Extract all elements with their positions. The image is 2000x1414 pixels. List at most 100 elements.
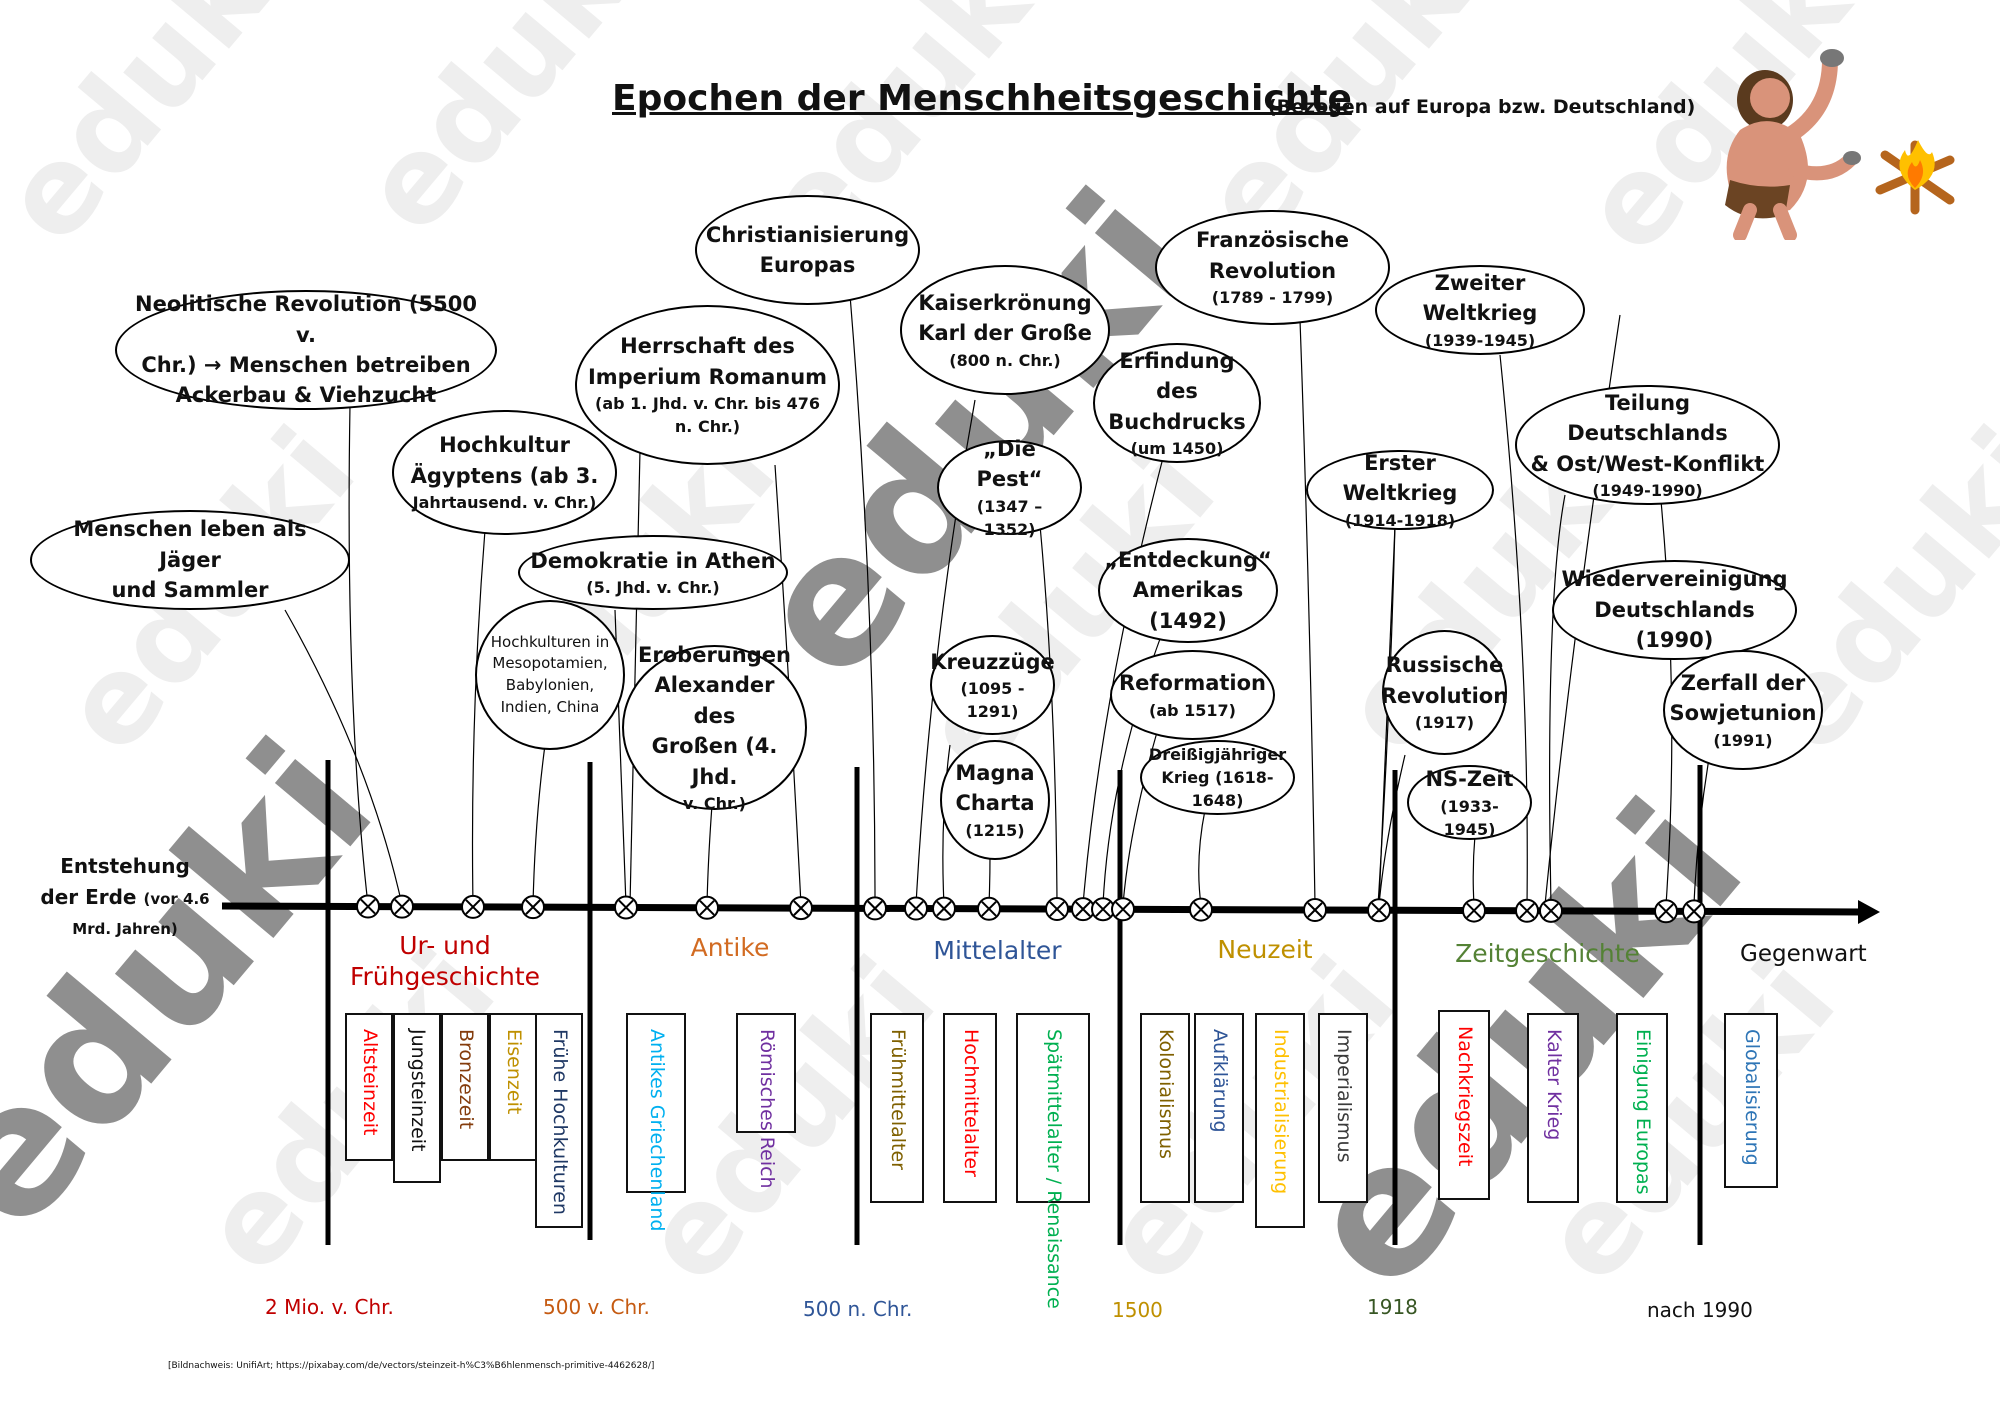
connector-line	[706, 804, 713, 906]
subperiod-box: Frühmittelalter	[870, 1013, 924, 1203]
connector-line	[348, 404, 369, 906]
event-thirty-years-war: Dreißigjähriger Krieg (1618-1648)	[1140, 740, 1295, 815]
event-line: Indien, China	[500, 697, 600, 716]
event-line: (800 n. Chr.)	[949, 350, 1061, 370]
connector-line	[849, 294, 876, 906]
connector-line	[1499, 354, 1528, 906]
event-hunters-gatherers: Menschen leben als Jäger und Sammler	[30, 510, 350, 610]
event-line: Ägyptens (ab 3.	[410, 463, 599, 488]
page-title: Epochen der Menschheitsgeschichte	[612, 78, 1352, 119]
event-line: Buchdrucks	[1108, 409, 1246, 434]
event-line: Wiedervereinigung	[1561, 567, 1788, 592]
event-line: Russische	[1385, 653, 1504, 678]
subperiod-label: Nachkriegszeit	[1453, 1026, 1476, 1167]
event-christianization: Christianisierung Europas	[695, 195, 920, 305]
event-line: Revolution	[1380, 683, 1509, 708]
event-line: und Sammler	[111, 578, 269, 603]
era-neuzeit: Neuzeit	[1205, 934, 1325, 965]
connector-line	[471, 529, 486, 906]
event-line: v. Chr.)	[683, 794, 746, 813]
connector-line	[532, 744, 546, 906]
event-line: (1789 - 1799)	[1211, 288, 1334, 308]
event-line: Krieg (1618-1648)	[1161, 767, 1274, 811]
event-athens-democracy: Demokratie in Athen (5. Jhd. v. Chr.)	[518, 535, 788, 610]
start-label-line2: der Erde	[40, 885, 137, 909]
event-markers	[356, 894, 1706, 924]
end-label: Gegenwart	[1740, 941, 1867, 967]
event-line: (1991)	[1713, 730, 1773, 750]
event-line: Revolution	[1208, 258, 1337, 283]
subperiod-box: Industrialisierung	[1255, 1013, 1305, 1228]
event-line: Kaiserkrönung	[918, 290, 1092, 315]
event-line: (1347 – 1352)	[976, 496, 1043, 539]
event-line: (1949-1990)	[1592, 481, 1703, 501]
event-line: Hochkulturen in	[490, 632, 610, 651]
event-mesopotamia: Hochkulturen in Mesopotamien, Babylonien…	[475, 600, 625, 750]
subperiod-box: Kolonialismus	[1140, 1013, 1190, 1203]
subperiod-label: Frühe Hochkulturen	[548, 1029, 571, 1215]
event-line: Zweiter Weltkrieg	[1422, 270, 1538, 326]
era-mittelalter: Mittelalter	[920, 935, 1075, 966]
era-line: Zeitgeschichte	[1455, 939, 1640, 968]
era-line: Mittelalter	[933, 936, 1062, 965]
subperiod-box: Antikes Griechenland	[626, 1013, 686, 1232]
event-marker-cross	[908, 900, 924, 917]
subperiod-label: Kalter Krieg	[1542, 1029, 1565, 1141]
event-line: (1917)	[1414, 713, 1475, 733]
event-marker-cross	[394, 898, 410, 915]
event-line: Christianisierung	[705, 222, 910, 247]
event-marker	[695, 895, 719, 920]
event-french-revolution: Französische Revolution (1789 - 1799)	[1155, 210, 1390, 325]
event-line: Amerikas (1492)	[1132, 578, 1244, 633]
subperiod-label: Altsteinzeit	[358, 1029, 381, 1136]
subperiod-box: Jungsteinzeit	[393, 1013, 441, 1183]
event-marker	[356, 894, 380, 919]
subperiod-label: Römisches Reich	[755, 1029, 778, 1189]
subperiod-box: Spätmittelalter / Renaissance	[1016, 1013, 1090, 1309]
subperiod-box: Aufklärung	[1194, 1013, 1244, 1203]
event-marker-cross	[1543, 903, 1559, 919]
event-marker-cross	[1075, 901, 1091, 917]
event-marker-cross	[465, 899, 481, 915]
event-imperium-romanum: Herrschaft des Imperium Romanum (ab 1. J…	[575, 305, 840, 465]
event-line: (um 1450)	[1130, 439, 1224, 459]
event-line: Erfindung des	[1119, 348, 1235, 404]
event-marker	[863, 896, 887, 921]
event-line: Mesopotamien,	[492, 654, 608, 673]
start-label-line1: Entstehung	[60, 854, 190, 878]
event-line: Eroberungen	[638, 642, 791, 667]
subperiod-label: Hochmittelalter	[959, 1029, 982, 1177]
timeline-arrowhead	[1858, 900, 1880, 924]
event-marker	[932, 896, 956, 921]
event-america-discovery: „Entdeckung“ Amerikas (1492)	[1098, 538, 1278, 643]
event-reformation: Reformation (ab 1517)	[1110, 650, 1275, 740]
subperiod-box: Kalter Krieg	[1527, 1013, 1579, 1203]
event-marker-cross	[699, 900, 715, 916]
subperiod-label: Kolonialismus	[1154, 1029, 1177, 1159]
event-marker	[1539, 898, 1563, 923]
event-line: Französische	[1196, 228, 1349, 253]
subperiod-label: Antikes Griechenland	[645, 1029, 668, 1232]
event-marker	[1071, 897, 1095, 922]
era-line: Frühgeschichte	[349, 962, 541, 992]
event-marker	[1682, 899, 1706, 924]
caveman-fire-illustration	[1725, 49, 1955, 240]
event-line: Europas	[759, 253, 856, 277]
event-egypt: Hochkultur Ägyptens (ab 3. Jahrtausend. …	[392, 410, 617, 535]
event-marker	[521, 895, 545, 920]
event-marker	[1111, 897, 1135, 922]
event-marker	[1303, 897, 1327, 922]
event-line: Babylonien,	[505, 676, 595, 694]
event-plague: „Die Pest“ (1347 – 1352)	[937, 437, 1082, 539]
page-subtitle: (Bezogen auf Europa bzw. Deutschland)	[1268, 96, 1696, 118]
event-line: (1095 - 1291)	[960, 679, 1025, 722]
event-line: Teilung Deutschlands	[1567, 390, 1728, 446]
event-line: Hochkultur	[439, 433, 570, 458]
event-marker	[1654, 899, 1678, 924]
event-line: (1933-1945)	[1440, 796, 1499, 839]
subperiod-box: Altsteinzeit	[345, 1013, 393, 1161]
event-line: Herrschaft des	[620, 334, 795, 359]
event-line: (5. Jhd. v. Chr.)	[586, 578, 720, 598]
boundary-date: 500 n. Chr.	[803, 1297, 913, 1321]
